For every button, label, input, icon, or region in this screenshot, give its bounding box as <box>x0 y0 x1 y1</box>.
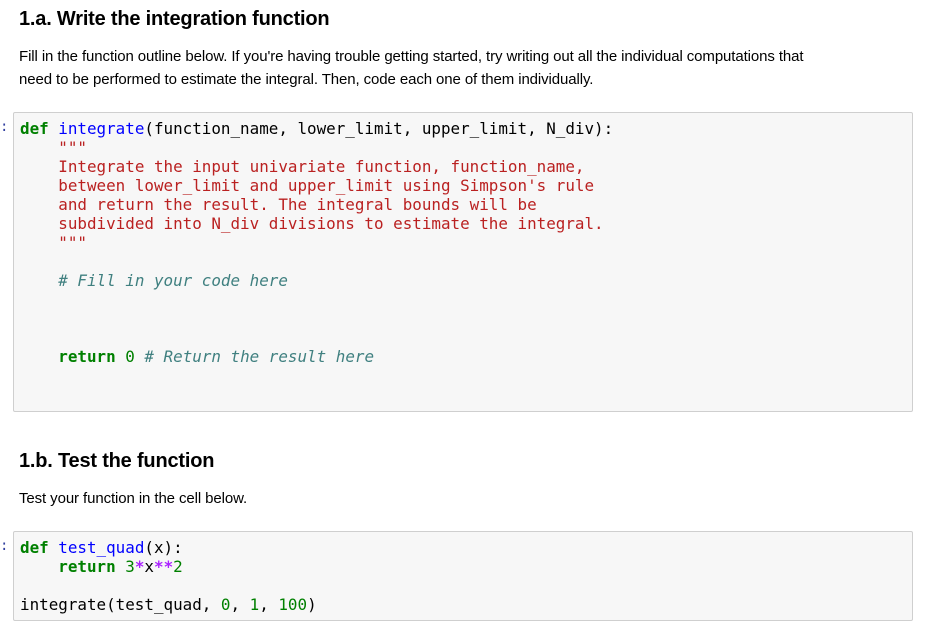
integrate-call: integrate(test_quad, <box>20 595 221 614</box>
arg-separator: , <box>230 595 250 614</box>
docstring-line: subdivided into N_div divisions to estim… <box>58 214 604 233</box>
code-editor-test[interactable]: def test_quad(x): return 3*x**2 integrat… <box>20 538 317 614</box>
power-operator: ** <box>154 557 174 576</box>
docstring-line: between lower_limit and upper_limit usin… <box>58 176 595 195</box>
section-a-heading: 1.a. Write the integration function <box>19 8 330 30</box>
section-b-heading: 1.b. Test the function <box>19 450 215 472</box>
call-close: ) <box>307 595 317 614</box>
section-a-para-line1: Fill in the function outline below. If y… <box>19 48 804 65</box>
return-keyword: return <box>58 557 116 576</box>
return-keyword: return <box>58 347 116 366</box>
return-value: 0 <box>125 347 135 366</box>
cell1-prompt: : <box>0 119 9 135</box>
arg-ndiv: 100 <box>278 595 308 614</box>
return-comment: # Return the result here <box>144 347 375 366</box>
docstring-line: and return the result. The integral boun… <box>58 195 537 214</box>
fill-code-comment: # Fill in your code here <box>58 271 288 290</box>
number-literal: 3 <box>125 557 135 576</box>
function-name-test-quad: test_quad <box>58 538 145 557</box>
def-keyword: def <box>20 119 49 138</box>
function-signature: (function_name, lower_limit, upper_limit… <box>144 119 614 138</box>
docstring-open: """ <box>58 138 87 157</box>
section-a-para-line2: need to be performed to estimate the int… <box>19 71 594 88</box>
function-name-integrate: integrate <box>58 119 145 138</box>
docstring-line: Integrate the input univariate function,… <box>58 157 585 176</box>
code-cell-integrate[interactable]: def integrate(function_name, lower_limit… <box>13 112 913 412</box>
section-a-paragraph: Fill in the function outline below. If y… <box>19 45 804 91</box>
arg-separator: , <box>259 595 279 614</box>
code-cell-test[interactable]: def test_quad(x): return 3*x**2 integrat… <box>13 531 913 621</box>
code-editor-integrate[interactable]: def integrate(function_name, lower_limit… <box>20 119 613 366</box>
multiply-operator: * <box>134 557 145 576</box>
number-literal: 2 <box>173 557 183 576</box>
section-b-paragraph: Test your function in the cell below. <box>19 487 247 510</box>
section-b-para: Test your function in the cell below. <box>19 490 248 507</box>
cell2-prompt: : <box>0 538 9 554</box>
arg-lower: 0 <box>220 595 231 614</box>
docstring-close: """ <box>58 233 87 252</box>
section-b-markdown: 1.b. Test the function <box>19 449 214 473</box>
section-a-markdown: 1.a. Write the integration function <box>19 7 330 31</box>
arg-upper: 1 <box>249 595 260 614</box>
function-params: (x): <box>144 538 183 557</box>
variable-x: x <box>144 557 154 576</box>
def-keyword: def <box>20 538 49 557</box>
